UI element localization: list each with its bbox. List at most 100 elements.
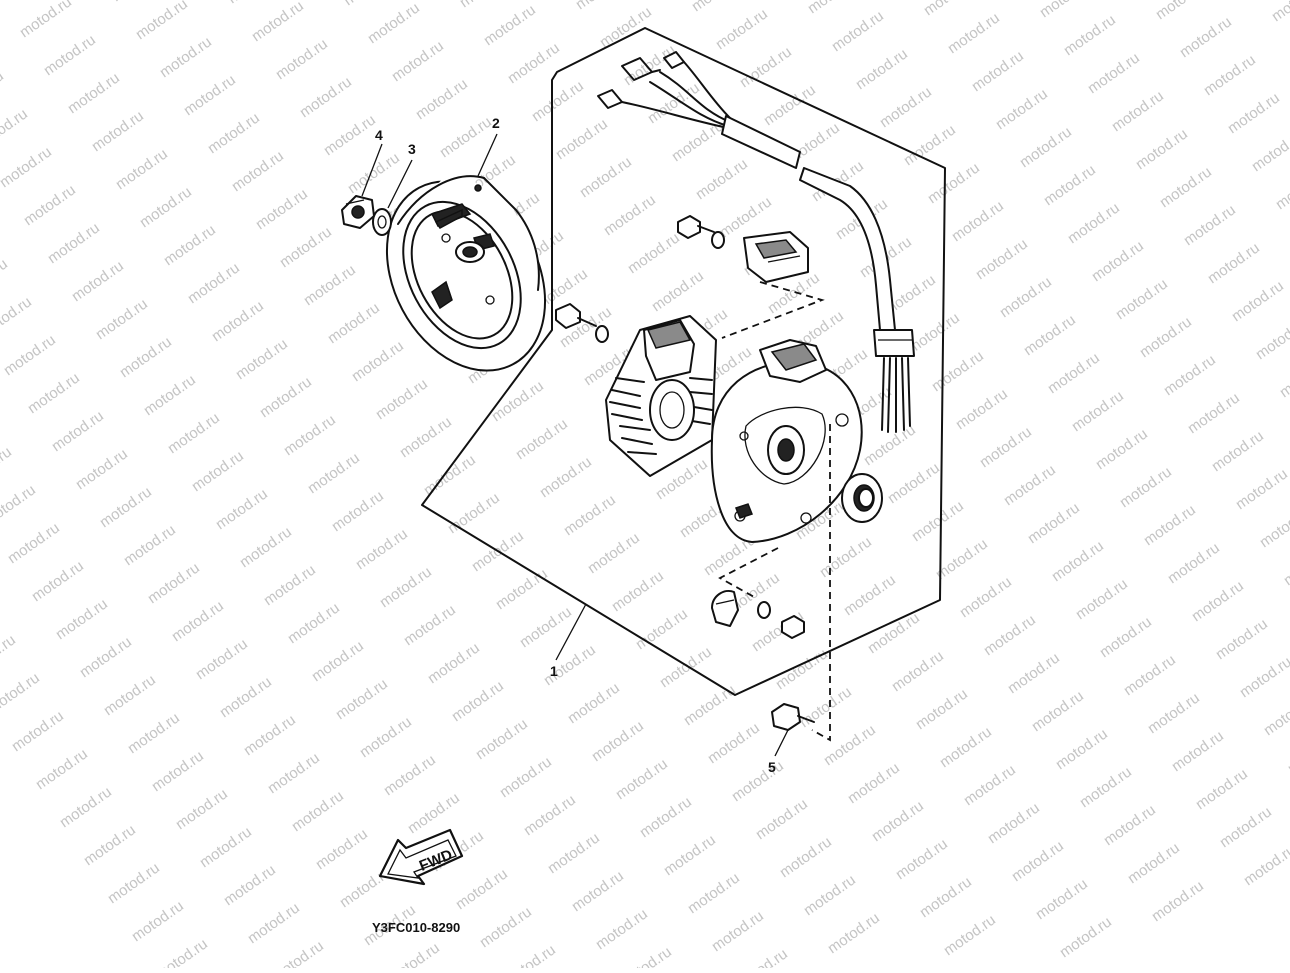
watermark-text: motod.ru bbox=[693, 155, 751, 203]
watermark-text: motod.ru bbox=[1253, 315, 1290, 363]
callout-label-4: 4 bbox=[375, 127, 383, 143]
watermark-text: motod.ru bbox=[217, 673, 275, 721]
watermark-text: motod.ru bbox=[25, 369, 83, 417]
watermark-text: motod.ru bbox=[285, 599, 343, 647]
watermark-text: motod.ru bbox=[481, 1, 539, 49]
watermark-text: motod.ru bbox=[297, 73, 355, 121]
watermark-text: motod.ru bbox=[1201, 51, 1259, 99]
watermark-text: motod.ru bbox=[1277, 353, 1290, 401]
watermark-text: motod.ru bbox=[1169, 727, 1227, 775]
watermark-text: motod.ru bbox=[1225, 89, 1283, 137]
callout-leader-3 bbox=[387, 159, 413, 209]
watermark-text: motod.ru bbox=[257, 373, 315, 421]
watermark-text: motod.ru bbox=[985, 799, 1043, 847]
watermark-text: motod.ru bbox=[453, 865, 511, 913]
watermark-text: motod.ru bbox=[1009, 837, 1067, 885]
watermark-text: motod.ru bbox=[1073, 575, 1131, 623]
watermark-text: motod.ru bbox=[65, 69, 123, 117]
watermark-text: motod.ru bbox=[0, 105, 31, 153]
watermark-text: motod.ru bbox=[553, 115, 611, 163]
watermark-text: motod.ru bbox=[237, 523, 295, 571]
watermark-text: motod.ru bbox=[889, 647, 947, 695]
watermark-text: motod.ru bbox=[529, 77, 587, 125]
watermark-text: motod.ru bbox=[801, 871, 859, 919]
watermark-text: motod.ru bbox=[381, 751, 439, 799]
watermark-text: motod.ru bbox=[1041, 161, 1099, 209]
mounting-bolt bbox=[771, 703, 815, 731]
watermark-text: motod.ru bbox=[1, 331, 59, 379]
watermark-text: motod.ru bbox=[1193, 765, 1251, 813]
watermark-text: motod.ru bbox=[1065, 199, 1123, 247]
watermark-text: motod.ru bbox=[1237, 653, 1290, 701]
watermark-text: motod.ru bbox=[101, 671, 159, 719]
watermark-text: motod.ru bbox=[805, 0, 863, 17]
watermark-text: motod.ru bbox=[141, 371, 199, 419]
oil-seal bbox=[841, 473, 883, 523]
watermark-text: motod.ru bbox=[385, 939, 443, 968]
watermark-text: motod.ru bbox=[397, 413, 455, 461]
watermark-text: motod.ru bbox=[213, 485, 271, 533]
watermark-text: motod.ru bbox=[241, 711, 299, 759]
watermark-text: motod.ru bbox=[1069, 387, 1127, 435]
watermark-text: motod.ru bbox=[561, 491, 619, 539]
callout-leader-1 bbox=[555, 603, 587, 661]
watermark-text: motod.ru bbox=[537, 453, 595, 501]
watermark-text: motod.ru bbox=[105, 859, 163, 907]
watermark-text: motod.ru bbox=[941, 911, 999, 959]
watermark-text: motod.ru bbox=[373, 375, 431, 423]
watermark-text: motod.ru bbox=[1133, 125, 1191, 173]
watermark-text: motod.ru bbox=[281, 411, 339, 459]
watermark-text: motod.ru bbox=[0, 0, 51, 3]
watermark-text: motod.ru bbox=[1037, 0, 1095, 21]
watermark-text: motod.ru bbox=[161, 221, 219, 269]
watermark-text: motod.ru bbox=[1273, 165, 1290, 213]
watermark-text: motod.ru bbox=[253, 185, 311, 233]
watermark-text: motod.ru bbox=[1085, 49, 1143, 97]
watermark-text: motod.ru bbox=[969, 47, 1027, 95]
watermark-text: motod.ru bbox=[413, 75, 471, 123]
watermark-text: motod.ru bbox=[117, 333, 175, 381]
watermark-text: motod.ru bbox=[1241, 841, 1290, 889]
watermark-text: motod.ru bbox=[1185, 389, 1243, 437]
watermark-text: motod.ru bbox=[1121, 651, 1179, 699]
watermark-text: motod.ru bbox=[209, 297, 267, 345]
watermark-text: motod.ru bbox=[1097, 613, 1155, 661]
watermark-text: motod.ru bbox=[345, 149, 403, 197]
watermark-text: motod.ru bbox=[17, 0, 75, 41]
watermark-text: motod.ru bbox=[1165, 539, 1223, 587]
watermark-text: motod.ru bbox=[181, 71, 239, 119]
watermark-text: motod.ru bbox=[845, 759, 903, 807]
watermark-text: motod.ru bbox=[0, 293, 35, 341]
watermark-text: motod.ru bbox=[545, 829, 603, 877]
watermark-text: motod.ru bbox=[513, 415, 571, 463]
watermark-text: motod.ru bbox=[501, 941, 559, 968]
watermark-text: motod.ru bbox=[77, 633, 135, 681]
watermark-text: motod.ru bbox=[1161, 351, 1219, 399]
watermark-text: motod.ru bbox=[153, 935, 211, 968]
watermark-text: motod.ru bbox=[565, 679, 623, 727]
watermark-text: motod.ru bbox=[661, 831, 719, 879]
watermark-text: motod.ru bbox=[169, 597, 227, 645]
callout-leader-2 bbox=[477, 133, 498, 177]
watermark-text: motod.ru bbox=[1029, 687, 1087, 735]
watermark-text: motod.ru bbox=[221, 861, 279, 909]
watermark-text: motod.ru bbox=[869, 797, 927, 845]
watermark-text: motod.ru bbox=[125, 709, 183, 757]
watermark-text: motod.ru bbox=[0, 481, 39, 529]
watermark-text: motod.ru bbox=[33, 745, 91, 793]
watermark-text: motod.ru bbox=[0, 443, 15, 491]
watermark-text: motod.ru bbox=[997, 273, 1055, 321]
watermark-text: motod.ru bbox=[49, 407, 107, 455]
watermark-text: motod.ru bbox=[1049, 537, 1107, 585]
watermark-text: motod.ru bbox=[1177, 13, 1235, 61]
watermark-text: motod.ru bbox=[477, 903, 535, 951]
watermark-text: motod.ru bbox=[449, 677, 507, 725]
watermark-text: motod.ru bbox=[329, 487, 387, 535]
watermark-text: motod.ru bbox=[1117, 463, 1175, 511]
watermark-text: motod.ru bbox=[69, 257, 127, 305]
watermark-text: motod.ru bbox=[1181, 201, 1239, 249]
watermark-text: motod.ru bbox=[709, 907, 767, 955]
watermark-text: motod.ru bbox=[225, 0, 283, 7]
stator-screw bbox=[555, 303, 609, 343]
